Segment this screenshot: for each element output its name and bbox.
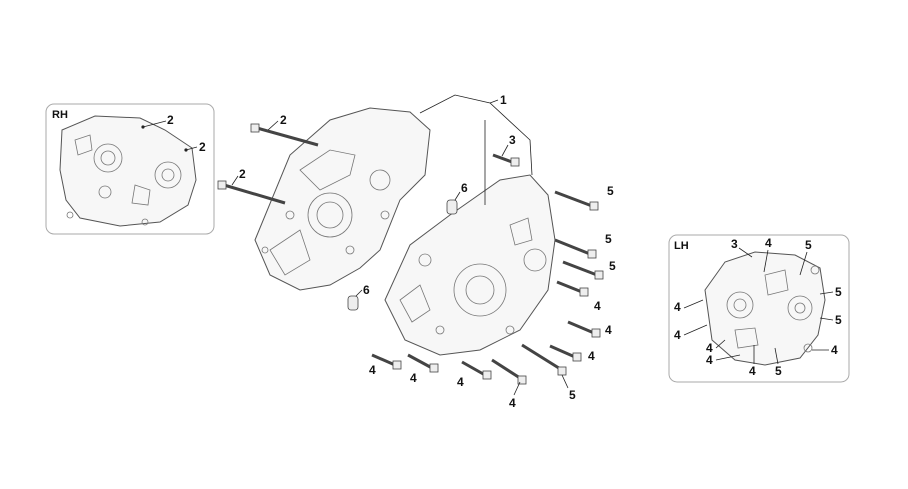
lh-inset: LH 3 4 5 5 5 4 4 4 4 4 5 — [668, 234, 850, 383]
callout-lh-4e: 4 — [706, 353, 713, 367]
bolt-3 — [492, 153, 520, 167]
bolt-5-c — [562, 260, 604, 280]
callout-lh-4f: 4 — [749, 364, 756, 378]
callout-main-1: 1 — [500, 93, 507, 107]
callout-main-4d: 4 — [369, 363, 376, 377]
callout-main-2a: 2 — [280, 113, 287, 127]
callout-main-4f: 4 — [457, 375, 464, 389]
bolt-4-a — [556, 280, 589, 297]
bolt-4-f — [461, 360, 492, 380]
callout-lh-5d: 5 — [775, 364, 782, 378]
callout-main-5d: 5 — [569, 388, 576, 402]
callout-main-2b: 2 — [239, 167, 246, 181]
right-crankcase-half — [254, 107, 431, 291]
callout-main-4g: 4 — [509, 396, 516, 410]
bolt-4-b — [567, 320, 601, 338]
callout-main-4e: 4 — [410, 371, 417, 385]
main-exploded-view: 1 2 2 3 6 6 5 5 5 4 4 4 5 4 4 4 4 — [217, 93, 616, 410]
bolt-4-g — [491, 358, 527, 385]
dowel-pin-lower — [347, 295, 359, 311]
callout-rh-2a: 2 — [167, 113, 174, 127]
bolt-2-lower — [217, 180, 286, 205]
callout-lh-5b: 5 — [835, 285, 842, 299]
bolt-5-b — [554, 238, 597, 259]
callout-lh-4a: 4 — [765, 236, 772, 250]
rh-inset-title: RH — [52, 109, 68, 121]
rh-crankcase-half — [59, 115, 197, 227]
bolt-4-e — [407, 353, 439, 373]
callout-lh-5a: 5 — [805, 238, 812, 252]
callout-lh-5c: 5 — [835, 313, 842, 327]
callout-main-6b: 6 — [363, 283, 370, 297]
dowel-pin-upper — [446, 199, 458, 215]
bolt-4-d — [371, 353, 402, 370]
left-crankcase-half — [384, 174, 556, 356]
callout-main-4a: 4 — [594, 299, 601, 313]
bolt-5-a — [554, 190, 599, 211]
callout-main-5b: 5 — [605, 232, 612, 246]
callout-lh-4c: 4 — [674, 328, 681, 342]
bolt-2-upper — [250, 123, 319, 147]
callout-main-4b: 4 — [605, 323, 612, 337]
callout-main-5c: 5 — [609, 259, 616, 273]
callout-main-5a: 5 — [607, 184, 614, 198]
callout-lh-4b: 4 — [674, 300, 681, 314]
bolt-4-c — [549, 344, 582, 362]
lh-crankcase-half — [704, 251, 826, 366]
callout-main-6a: 6 — [461, 181, 468, 195]
callout-main-3: 3 — [509, 133, 516, 147]
lh-inset-title: LH — [674, 240, 689, 252]
callout-lh-4g: 4 — [831, 343, 838, 357]
callout-lh-4d: 4 — [706, 341, 713, 355]
callout-main-4c: 4 — [588, 349, 595, 363]
callout-lh-3: 3 — [731, 237, 738, 251]
rh-inset: RH 2 2 — [45, 103, 215, 235]
callout-rh-2b: 2 — [199, 140, 206, 154]
